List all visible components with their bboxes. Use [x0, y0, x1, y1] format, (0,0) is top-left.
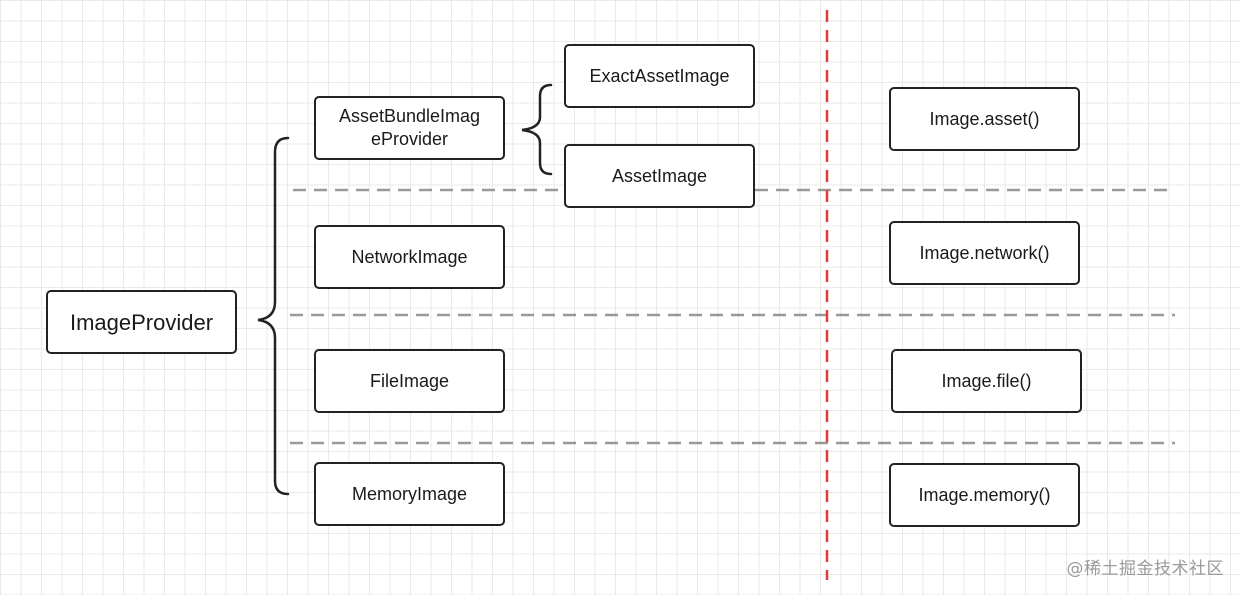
provider-brace [257, 136, 290, 496]
image-memory-constructor-node: Image.memory() [889, 463, 1080, 527]
file-image-node: FileImage [314, 349, 505, 413]
asset-image-node: AssetImage [564, 144, 755, 208]
network-image-node: NetworkImage [314, 225, 505, 289]
image-file-constructor-node: Image.file() [891, 349, 1082, 413]
image-network-constructor-node: Image.network() [889, 221, 1080, 285]
asset-bundle-image-provider-node: AssetBundleImag eProvider [314, 96, 505, 160]
image-asset-constructor-node: Image.asset() [889, 87, 1080, 151]
watermark-text: @稀土掘金技术社区 [1066, 559, 1224, 579]
exact-asset-image-node: ExactAssetImage [564, 44, 755, 108]
asset-subclass-brace [521, 83, 553, 176]
memory-image-node: MemoryImage [314, 462, 505, 526]
image-provider-node: ImageProvider [46, 290, 237, 354]
